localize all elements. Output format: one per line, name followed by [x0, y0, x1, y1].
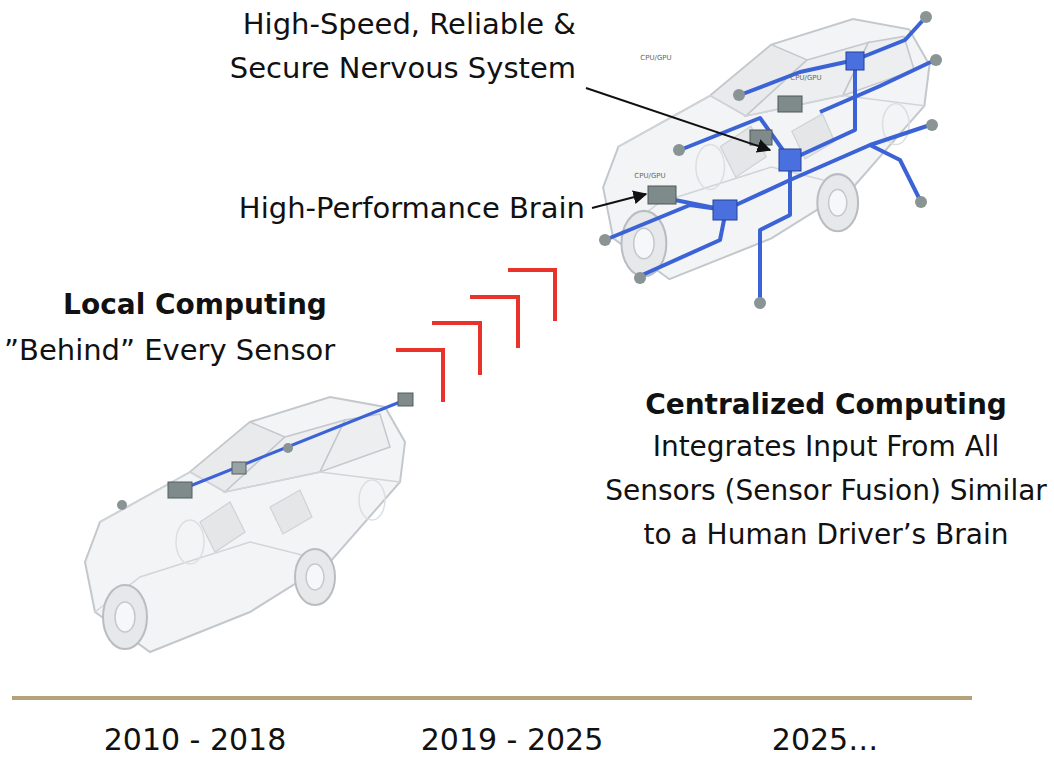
timeline-label: 2010 - 2018	[104, 722, 287, 757]
wire	[820, 60, 935, 112]
wire	[870, 145, 920, 200]
stage-description: Integrates Input From All Sensors (Senso…	[602, 425, 1050, 557]
leader-line	[592, 194, 646, 208]
wire	[605, 205, 725, 240]
switch-box	[713, 200, 737, 220]
wire	[640, 215, 725, 276]
part-label: CPU/GPU	[790, 74, 821, 83]
sensor	[915, 196, 927, 208]
wire	[855, 18, 925, 60]
step-bracket	[432, 323, 480, 375]
part-label: CPU/GPU	[640, 54, 671, 63]
switch-box	[846, 52, 864, 70]
sensor	[673, 144, 685, 156]
timeline-label: 2025…	[772, 722, 878, 757]
step-bracket	[508, 270, 555, 321]
switch-box	[779, 149, 801, 171]
ecu-box	[398, 393, 413, 406]
sensor	[634, 272, 646, 284]
wire	[725, 125, 930, 210]
wire	[740, 60, 855, 95]
timeline-bar	[12, 696, 972, 700]
sensor	[926, 119, 938, 131]
sensor	[920, 11, 932, 23]
wire	[180, 400, 405, 490]
ecu-box	[232, 462, 246, 474]
central-units	[599, 11, 942, 309]
step-bracket	[396, 350, 443, 402]
sensor	[733, 89, 745, 101]
cpu-gpu-box	[778, 96, 802, 112]
stage-heading: Local Computing	[63, 287, 327, 323]
car-illustration	[85, 397, 405, 652]
stage-description: ”Behind” Every Sensor	[4, 332, 335, 368]
sensor	[930, 54, 942, 66]
part-label: CPU/GPU	[634, 172, 665, 181]
timeline-label: 2019 - 2025	[421, 722, 604, 757]
sensor	[754, 297, 766, 309]
wire	[760, 160, 790, 300]
central-network	[605, 18, 935, 300]
callout-label: High-Performance Brain	[239, 190, 585, 226]
leader-line	[586, 88, 770, 150]
step-bracket	[470, 297, 518, 348]
callout-label: High-Speed, Reliable & Secure Nervous Sy…	[206, 2, 576, 90]
cpu-gpu-box	[750, 130, 772, 145]
ecu-box	[168, 482, 192, 498]
stage-heading: Centralized Computing	[645, 387, 1007, 423]
sensor	[117, 500, 127, 510]
local-network	[117, 393, 413, 510]
progress-steps	[396, 270, 555, 402]
cpu-gpu-box	[648, 186, 676, 204]
sensor	[283, 443, 293, 453]
sensor	[599, 234, 611, 246]
